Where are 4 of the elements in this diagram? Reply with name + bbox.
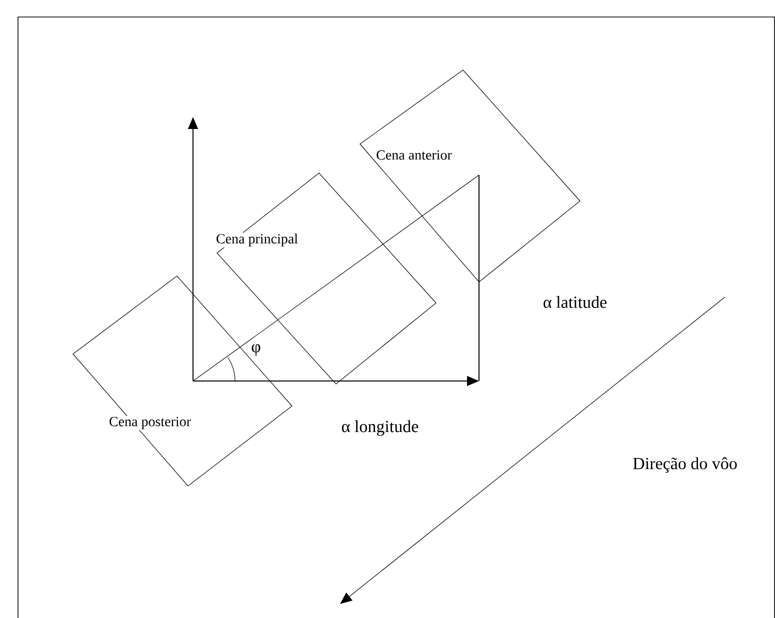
axis-label: α latitude	[542, 295, 608, 309]
axis-label: α longitude	[340, 419, 420, 437]
angle-symbol: φ	[250, 343, 262, 357]
direction-label: Direção do vôo	[632, 456, 738, 474]
